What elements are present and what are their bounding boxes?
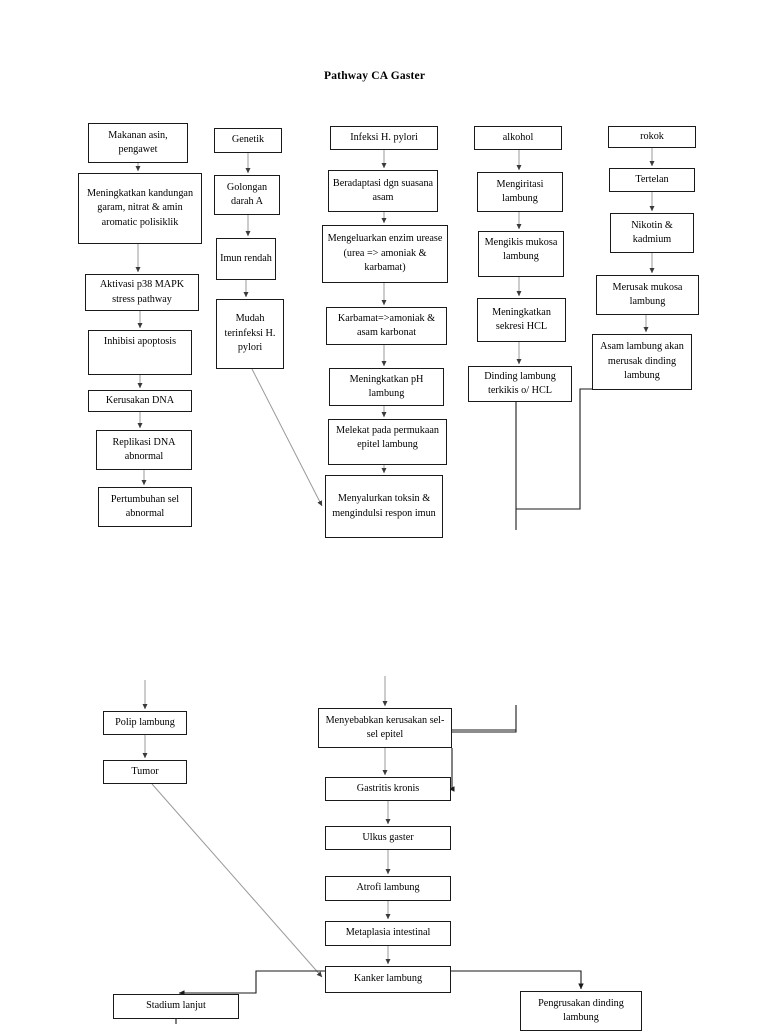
node-label: Atrofi lambung [356,882,420,894]
node-gastritis[interactable]: Gastritis kronis [325,777,451,801]
node-tertelan[interactable]: Tertelan [609,168,695,192]
node-makanan[interactable]: Makanan asin, pengawet [88,123,188,163]
node-label: Menyebabkan kerusakan sel-sel epitel [325,714,445,740]
node-label: Aktivasi p38 MAPK stress pathway [99,279,185,305]
node-merusak[interactable]: Merusak mukosa lambung [596,275,699,315]
node-label: Kerusakan DNA [105,394,175,406]
node-rokok[interactable]: rokok [608,126,696,148]
node-sekresi[interactable]: Meningkatkan sekresi HCL [477,298,566,342]
node-label: Mudah terinfeksi H. pylori [224,313,276,354]
node-menyebabkan[interactable]: Menyebabkan kerusakan sel-sel epitel [318,708,452,748]
node-label: rokok [640,130,664,142]
node-atrofi[interactable]: Atrofi lambung [325,876,451,901]
node-label: Pertumbuhan sel abnormal [110,493,180,519]
node-mengikis[interactable]: Mengikis mukosa lambung [478,231,564,277]
node-label: Pengrusakan dinding lambung [538,997,624,1023]
node-asam_lambung[interactable]: Asam lambung akan merusak dinding lambun… [592,334,692,390]
node-label: Meningkatkan sekresi HCL [492,306,551,332]
node-label: Mengiritasi lambung [496,178,544,204]
node-label: alkohol [502,131,534,143]
node-label: Meningkatkan kandungan garam, nitrat & a… [86,187,194,228]
node-label: Replikasi DNA abnormal [112,436,176,462]
node-label: Inhibisi apoptosis [103,336,177,347]
node-label: Tumor [131,765,159,777]
node-tumor[interactable]: Tumor [103,760,187,784]
node-ulkus[interactable]: Ulkus gaster [325,826,451,850]
node-karbamat[interactable]: Karbamat=>amoniak & asam karbonat [326,307,447,345]
node-label: Tertelan [635,173,669,185]
node-nikotin[interactable]: Nikotin & kadmium [610,213,694,253]
node-label: Dinding lambung terkikis o/ HCL [484,370,556,396]
node-meningkatkan_kandungan[interactable]: Meningkatkan kandungan garam, nitrat & a… [78,173,202,244]
node-metaplasia[interactable]: Metaplasia intestinal [325,921,451,946]
node-aktivasi[interactable]: Aktivasi p38 MAPK stress pathway [85,274,199,311]
node-label: Menyalurkan toksin & mengindulsi respon … [332,493,436,519]
node-pengrusakan[interactable]: Pengrusakan dinding lambung [520,991,642,1031]
node-imun[interactable]: Imun rendah [216,238,276,280]
node-label: Mengeluarkan enzim urease (urea => amoni… [327,233,443,274]
node-enzim[interactable]: Mengeluarkan enzim urease (urea => amoni… [322,225,448,283]
node-label: Merusak mukosa lambung [612,281,683,307]
node-alkohol[interactable]: alkohol [474,126,562,150]
node-label: Mengikis mukosa lambung [484,237,558,263]
node-kerusakan_dna[interactable]: Kerusakan DNA [88,390,192,412]
node-label: Karbamat=>amoniak & asam karbonat [337,312,436,338]
node-toksin[interactable]: Menyalurkan toksin & mengindulsi respon … [325,475,443,538]
node-ph[interactable]: Meningkatkan pH lambung [329,368,444,406]
node-beradaptasi[interactable]: Beradaptasi dgn suasana asam [328,170,438,212]
node-label: Melekat pada permukaan epitel lambung [336,425,439,451]
node-label: Asam lambung akan merusak dinding lambun… [600,341,684,382]
node-label: Kanker lambung [353,973,423,985]
node-infeksi[interactable]: Infeksi H. pylori [330,126,438,150]
page-title: Pathway CA Gaster [324,70,426,82]
node-replikasi[interactable]: Replikasi DNA abnormal [96,430,192,470]
node-label: Imun rendah [220,252,272,264]
node-label: Meningkatkan pH lambung [349,373,424,399]
node-melekat[interactable]: Melekat pada permukaan epitel lambung [328,419,447,465]
node-label: Beradaptasi dgn suasana asam [332,177,434,203]
node-label: Makanan asin, pengawet [108,129,168,155]
node-label: Infeksi H. pylori [350,131,418,143]
node-label: Stadium lanjut [146,1000,206,1012]
node-pertumbuhan[interactable]: Pertumbuhan sel abnormal [98,487,192,527]
node-label: Nikotin & kadmium [631,219,673,245]
node-polip[interactable]: Polip lambung [103,711,187,735]
node-label: Ulkus gaster [362,831,414,843]
node-stadium[interactable]: Stadium lanjut [113,994,239,1019]
node-label: Polip lambung [115,716,175,728]
node-mengiritasi[interactable]: Mengiritasi lambung [477,172,563,212]
node-genetik[interactable]: Genetik [214,128,282,153]
node-mudah[interactable]: Mudah terinfeksi H. pylori [216,299,284,369]
node-golongan[interactable]: Golongan darah A [214,175,280,215]
node-label: Golongan darah A [226,181,268,207]
node-label: Metaplasia intestinal [345,927,431,939]
node-kanker[interactable]: Kanker lambung [325,966,451,993]
node-dinding_hcl[interactable]: Dinding lambung terkikis o/ HCL [468,366,572,402]
node-label: Genetik [231,134,265,146]
node-label: Gastritis kronis [356,782,420,794]
node-inhibisi[interactable]: Inhibisi apoptosis [88,330,192,375]
